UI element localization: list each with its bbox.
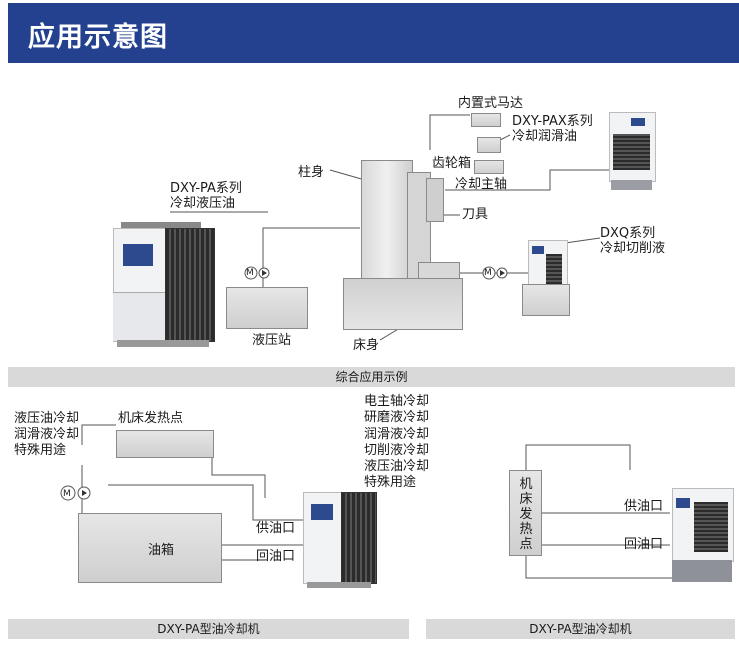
spindle-head: [426, 178, 444, 222]
pax-series-desc: 冷却润滑油: [512, 129, 578, 144]
machine-bed: [343, 278, 463, 330]
motor-label: 内置式马达: [458, 96, 524, 111]
page-title: 应用示意图: [28, 22, 168, 53]
motor-box: [471, 113, 501, 127]
supply-port-left: 供油口: [256, 521, 296, 536]
application-item: 研磨液冷却: [364, 410, 430, 426]
use-item-1: 液压油冷却: [14, 411, 80, 426]
dxy-pa-chiller-large: [113, 222, 215, 347]
bed-label: 床身: [353, 338, 380, 353]
application-item: 特殊用途: [364, 475, 417, 491]
pax-series-label: DXY-PAX系列: [512, 114, 593, 129]
hydraulic-station-label: 液压站: [252, 333, 292, 348]
return-port-left: 回油口: [256, 549, 296, 564]
pump-symbol-b: M: [484, 268, 492, 278]
dxq-chiller: [528, 240, 568, 290]
spindle-box: [474, 160, 504, 174]
caption-bar-right: DXY-PA型油冷却机: [426, 619, 735, 639]
hydraulic-station: [226, 287, 308, 329]
tool-label: 刀具: [462, 207, 489, 222]
use-item-2: 润滑液冷却: [14, 427, 80, 442]
gearbox-box: [477, 137, 501, 153]
oil-tank: [78, 513, 222, 583]
heat-point-box-right: 机床发热点: [509, 470, 542, 556]
heat-point-box-left: [116, 430, 214, 458]
heat-point-label-left: 机床发热点: [118, 411, 184, 426]
caption-right: DXY-PA型油冷却机: [529, 622, 632, 636]
oil-tank-label: 油箱: [148, 543, 175, 558]
middle-caption: 综合应用示例: [335, 370, 408, 384]
application-item: 电主轴冷却: [364, 394, 430, 409]
supply-port-right: 供油口: [624, 499, 664, 514]
dxy-pax-chiller: [609, 112, 656, 190]
caption-left: DXY-PA型油冷却机: [157, 622, 260, 636]
dxq-series-label: DXQ系列: [600, 226, 656, 241]
application-item: 切削液冷却: [364, 442, 430, 458]
pump-symbol-a: M: [246, 268, 254, 278]
use-item-3: 特殊用途: [14, 443, 67, 458]
heat-point-label-right: 机床发热点: [519, 477, 533, 552]
dxq-series-desc: 冷却切削液: [600, 241, 666, 256]
dxy-pa-chiller-bottom-left: [303, 492, 377, 588]
applications-list: 电主轴冷却 研磨液冷却 润滑液冷却 切削液冷却 液压油冷却 特殊用途: [364, 394, 429, 492]
coolant-tank: [522, 284, 570, 316]
caption-bar-left: DXY-PA型油冷却机: [8, 619, 409, 639]
dxy-pa-chiller-bottom-right: [672, 488, 734, 588]
return-port-right: 回油口: [624, 537, 664, 552]
application-item: 液压油冷却: [364, 459, 430, 475]
machine-column: [361, 160, 413, 290]
pa-series-desc: 冷却液压油: [170, 196, 236, 211]
column-label: 柱身: [298, 165, 325, 180]
middle-caption-bar: 综合应用示例: [8, 367, 735, 387]
page-header: 应用示意图: [8, 3, 739, 63]
pump-symbol-c: M: [63, 489, 71, 499]
gearbox-label: 齿轮箱: [432, 156, 472, 171]
pa-series-label: DXY-PA系列: [170, 181, 242, 196]
application-item: 润滑液冷却: [364, 426, 430, 442]
spindle-label: 冷却主轴: [455, 177, 508, 192]
